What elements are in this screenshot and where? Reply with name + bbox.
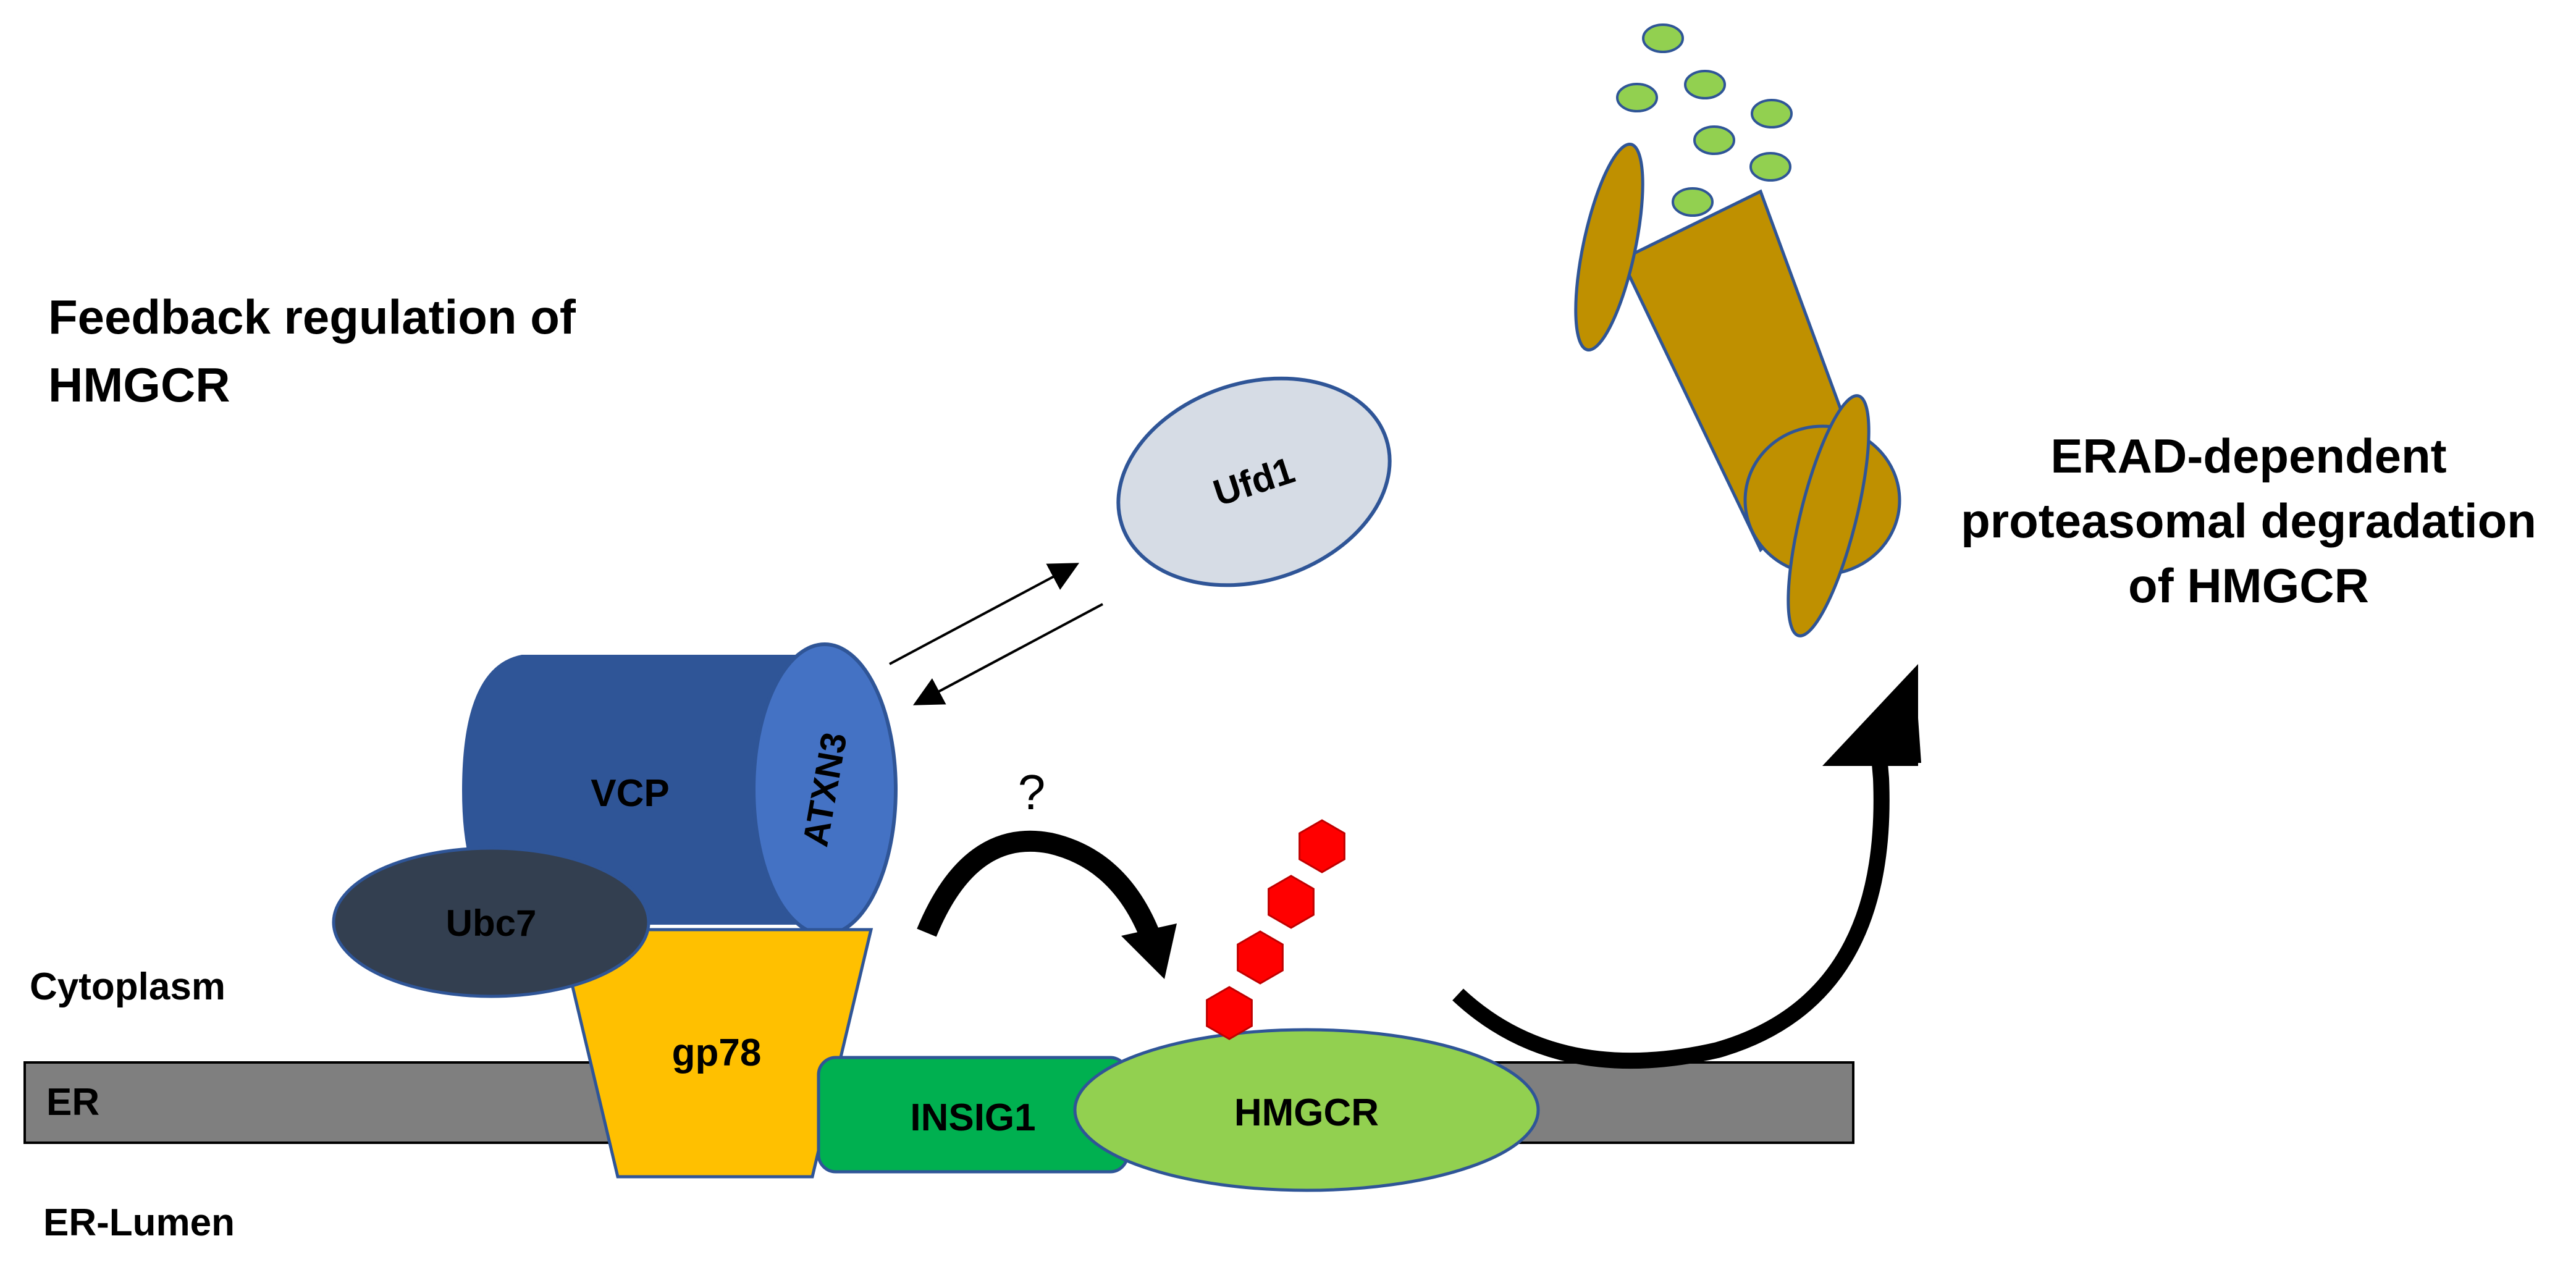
- ubc7-shape: [332, 846, 650, 998]
- peptide-fragment: [1684, 70, 1726, 99]
- hmgcr-shape: [1073, 1028, 1540, 1192]
- ubc7-label: Ubc7: [446, 902, 537, 944]
- vcp-label: VCP: [591, 772, 669, 815]
- peptide-fragments: [1616, 23, 1793, 217]
- ubiquitin-unit: [1299, 819, 1345, 873]
- ubiquitin-unit: [1237, 930, 1284, 985]
- question-mark: ?: [1018, 765, 1046, 820]
- gp78-protein: gp78: [557, 928, 873, 1179]
- arrow-from-ufd1: [912, 603, 1103, 705]
- peptide-fragment: [1751, 99, 1793, 128]
- peptide-fragment: [1642, 23, 1684, 53]
- gp78-shape: [557, 928, 873, 1179]
- erad-caption-line3: of HMGCR: [2128, 558, 2369, 613]
- peptide-fragment: [1749, 152, 1791, 182]
- degradation-curved-arrow: [1452, 740, 1890, 1069]
- insig1-label: INSIG1: [910, 1096, 1035, 1139]
- er-label: ER: [46, 1081, 99, 1124]
- hmgcr-protein: HMGCR: [1073, 1028, 1540, 1192]
- ubc7-protein: Ubc7: [332, 846, 650, 998]
- hmgcr-label: HMGCR: [1234, 1091, 1379, 1134]
- ubiquitin-chain: [1206, 819, 1345, 1040]
- peptide-fragment: [1672, 187, 1714, 217]
- er-lumen-label: ER-Lumen: [43, 1201, 235, 1244]
- proteasome-bottom-ring: [1787, 394, 1871, 637]
- arrow-to-ufd1: [889, 563, 1080, 665]
- proteasome-top-ring: [1574, 142, 1644, 352]
- insig1-protein: INSIG1: [817, 1056, 1129, 1174]
- gp78-label: gp78: [672, 1032, 762, 1074]
- peptide-fragment: [1693, 125, 1735, 155]
- ubiquitination-arrow-head: [1121, 923, 1177, 979]
- peptide-fragment: [1616, 83, 1658, 112]
- ubiquitin-unit: [1268, 875, 1315, 929]
- ubiquitin-unit: [1206, 986, 1253, 1040]
- proteasome: [1574, 142, 1901, 637]
- ufd1-protein: Ufd1: [1116, 376, 1392, 587]
- erad-caption-line1: ERAD-dependent: [2050, 429, 2446, 483]
- degradation-arrow-head-fill: [1822, 664, 1918, 766]
- ufd1-shape: [1116, 376, 1392, 587]
- diagram-title-line2: HMGCR: [48, 358, 230, 412]
- ubiquitination-curved-arrow: [917, 830, 1159, 937]
- diagram-title-line1: Feedback regulation of: [48, 290, 576, 344]
- cytoplasm-label: Cytoplasm: [30, 965, 225, 1008]
- erad-caption-line2: proteasomal degradation: [1961, 494, 2536, 548]
